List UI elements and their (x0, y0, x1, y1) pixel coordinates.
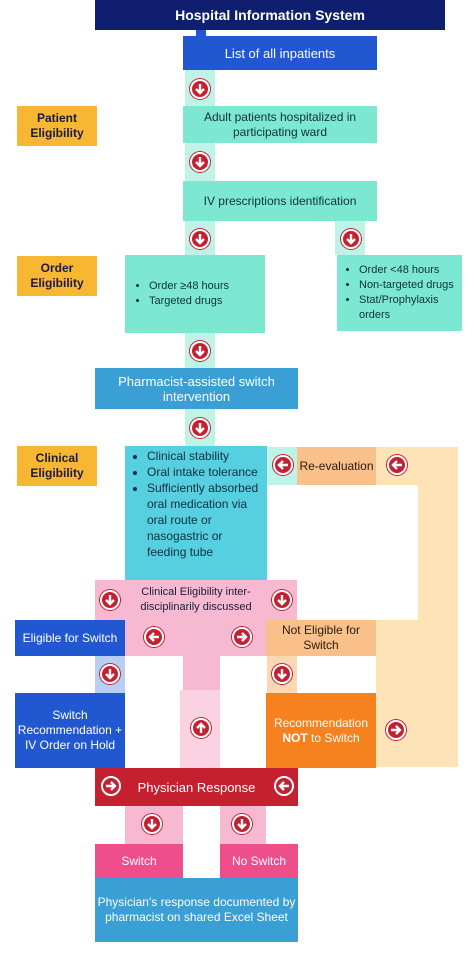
arrow-down-icon (272, 664, 292, 684)
rec-line: NOT to Switch (282, 731, 359, 746)
criterion: Order ≥48 hours (149, 279, 229, 294)
recommendation-not-switch-box: Recommendation NOT to Switch (266, 693, 376, 768)
clinical-criteria-box: Clinical stability Oral intake tolerance… (125, 446, 267, 580)
order-eligibility-label: Order Eligibility (17, 256, 97, 296)
switch-box: Switch (95, 844, 183, 878)
system-header: Hospital Information System (95, 0, 445, 30)
criterion: Stat/Prophylaxis orders (359, 293, 462, 323)
arrow-down-icon (272, 590, 292, 610)
arrow-down-icon (190, 79, 210, 99)
eligible-switch-box: Eligible for Switch (15, 620, 125, 656)
rec-not-emphasis: NOT (282, 730, 308, 745)
criterion: Targeted drugs (149, 294, 229, 309)
reevaluation-box: Re-evaluation (297, 447, 376, 485)
criterion: Sufficiently absorbed oral medication vi… (147, 480, 263, 560)
connector (376, 620, 418, 690)
inpatients-box: List of all inpatients (183, 36, 377, 70)
adult-patients-box: Adult patients hospitalized in participa… (183, 106, 377, 143)
connector (183, 620, 220, 690)
clinical-eligibility-label: Clinical Eligibility (17, 446, 97, 486)
arrow-down-icon (232, 814, 252, 834)
arrow-down-icon (190, 418, 210, 438)
criterion: Oral intake tolerance (147, 464, 263, 480)
arrow-down-icon (190, 152, 210, 172)
patient-eligibility-label: Patient Eligibility (17, 106, 97, 146)
criterion: Non-targeted drugs (359, 278, 462, 293)
arrow-down-icon (190, 229, 210, 249)
physician-response-box: Physician Response (95, 768, 298, 806)
arrow-down-icon (100, 664, 120, 684)
arrow-right-icon (386, 720, 406, 740)
discussed-box: Clinical Eligibility inter-disciplinaril… (125, 580, 267, 620)
not-eligible-box: Not Eligible for Switch (266, 620, 376, 656)
arrow-left-icon (387, 455, 407, 475)
no-switch-box: No Switch (220, 844, 298, 878)
switch-recommendation-box: Switch Recommendation + IV Order on Hold (15, 693, 125, 768)
arrow-down-icon (341, 229, 361, 249)
connector (196, 24, 206, 36)
criterion: Clinical stability (147, 448, 263, 464)
order-not-eligible-box: Order <48 hours Non-targeted drugs Stat/… (337, 255, 462, 331)
rec-line: Recommendation (273, 715, 369, 730)
arrow-right-icon (232, 627, 252, 647)
arrow-up-icon (191, 718, 211, 738)
pharmacist-switch-box: Pharmacist-assisted switch intervention (95, 368, 298, 409)
arrow-left-icon (144, 627, 164, 647)
order-eligible-box: Order ≥48 hours Targeted drugs (125, 255, 265, 333)
arrow-left-icon (274, 776, 294, 796)
arrow-down-icon (190, 341, 210, 361)
documented-box: Physician's response documented by pharm… (95, 878, 298, 942)
arrow-down-icon (100, 590, 120, 610)
criterion: Order <48 hours (359, 263, 462, 278)
rec-suffix: to Switch (311, 730, 360, 745)
arrow-down-icon (142, 814, 162, 834)
iv-identification-box: IV prescriptions identification (183, 181, 377, 221)
arrow-left-icon (273, 455, 293, 475)
arrow-right-icon (101, 776, 121, 796)
